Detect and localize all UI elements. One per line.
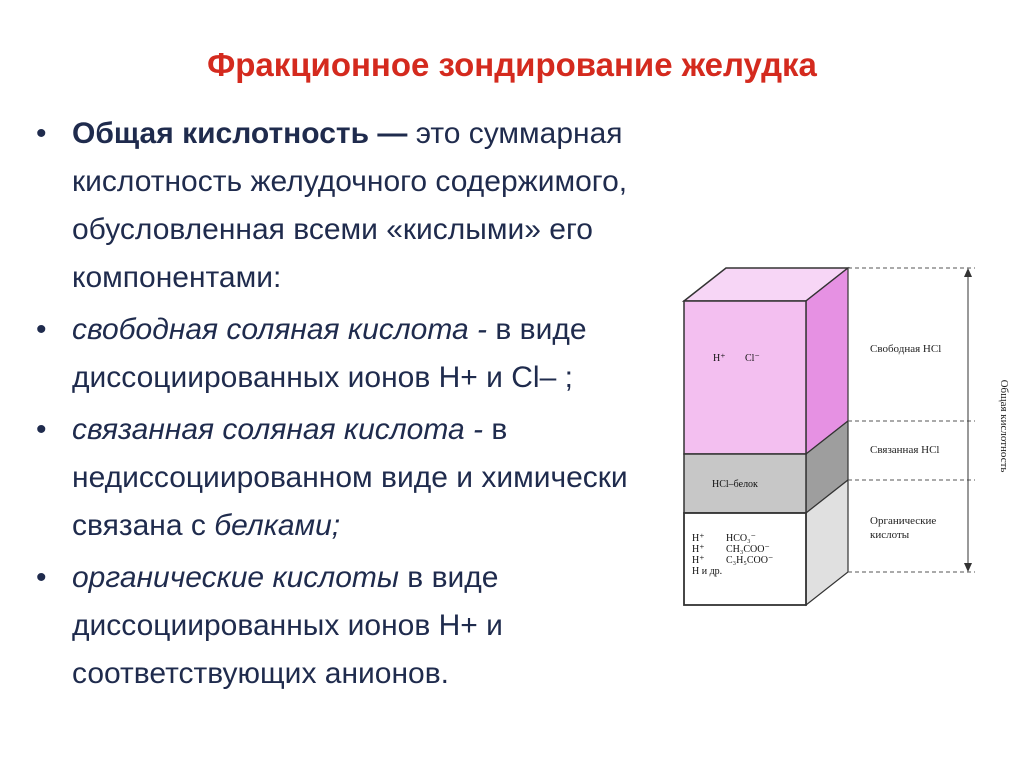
column-front-free [683,300,807,455]
bullet-dot: • [36,117,47,150]
free-h-ion: H⁺ [713,353,726,364]
organic-h-column: H⁺ H⁺ H⁺ H и др. [692,533,722,577]
column-side-bound [805,419,849,515]
organic-anion: C₃H₅COO⁻ [726,555,774,566]
bullet-text: это суммарная кислотность желудочного со… [72,117,628,294]
bullet-text: в недиссоциированном виде и химически св… [72,413,628,542]
label-organic-line2: кислоты [870,529,910,541]
bullet-dot: • [36,313,47,346]
organic-anion: HCO₃⁻ [726,533,756,544]
arrow-head-top [964,268,972,277]
label-free-hcl: Свободная HCl [870,343,942,355]
bullet-dot: • [36,561,47,594]
bullet-text: в виде диссоциированных ионов Н+ и соотв… [72,561,503,690]
column-side-free [805,266,849,456]
bullet-lead: связанная соляная кислота - [72,413,484,446]
column-side-organic [805,478,849,607]
bullet-lead: органические кислоты [72,561,399,594]
label-total-acidity: Общая кислотность [998,379,1010,473]
column-top-face [681,267,851,302]
organic-anion: CH₃COO⁻ [726,544,770,555]
free-cl-ion: Cl⁻ [745,353,760,364]
label-organic-line1: Органические [870,515,937,527]
slide-title: Фракционное зондирование желудка [207,46,817,83]
bullet-total-acidity: • Общая кислотность — это суммарная кисл… [30,110,650,302]
bullet-free-hcl: • свободная соляная кислота - в виде дис… [30,306,650,402]
organic-h-line: H⁺ [692,544,705,555]
arrow-head-bottom [964,563,972,572]
label-organic-acids: Органические кислоты [870,514,936,542]
bullet-lead: Общая кислотность — [72,117,408,150]
bullet-list: • Общая кислотность — это суммарная кисл… [30,110,650,702]
label-bound-hcl: Связанная HCl [870,444,940,456]
organic-h-line: H и др. [692,566,723,577]
organic-anion-column: HCO₃⁻ CH₃COO⁻ C₃H₅COO⁻ [726,533,773,566]
bullet-tail: белками; [214,509,341,542]
bullet-lead: свободная соляная кислота - [72,313,488,346]
bound-formula: HCl–белок [712,479,758,490]
organic-h-line: H⁺ [692,533,705,544]
bullet-organic-acids: • органические кислоты в виде диссоцииро… [30,554,650,698]
bullet-bound-hcl: • связанная соляная кислота - в недиссоц… [30,406,650,550]
organic-h-line: H⁺ [692,555,705,566]
bullet-dot: • [36,413,47,446]
bullet-text: в виде диссоциированных ионов Н+ и Cl– ; [72,313,587,394]
